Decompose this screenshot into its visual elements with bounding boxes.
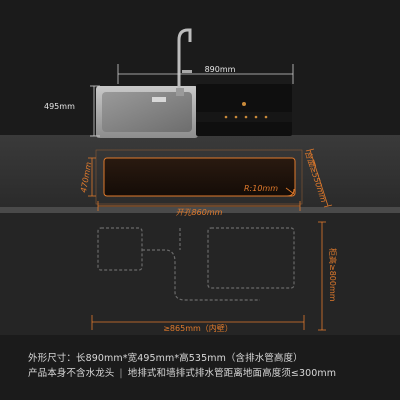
- control-button-icon: [264, 115, 268, 119]
- depth-label: 495mm: [44, 102, 75, 111]
- cabinet-plumbing-outline: [97, 227, 295, 301]
- spec-dimensions-text: 外形尺寸：长890mm*宽495mm*高535mm（含排水管高度）: [28, 353, 303, 364]
- control-button-icon: [224, 115, 228, 119]
- dimension-counter-depth: [305, 148, 333, 208]
- caption-separator: |: [119, 368, 123, 379]
- radius-marker: [286, 188, 295, 197]
- countertop-cutout: [103, 157, 296, 197]
- control-button-icon: [254, 115, 258, 119]
- control-button-icon: [244, 115, 248, 119]
- faucet-base: [176, 88, 184, 96]
- cutout-width-label: 开孔860mm: [176, 208, 223, 217]
- faucet-handle: [182, 70, 192, 73]
- spec-caption-line2: 产品本身不含水龙头 | 地排式和墙排式排水管距离地面高度须≤300mm: [28, 365, 336, 379]
- dishwasher-control-strip: [196, 112, 292, 122]
- dimension-inner-width: [91, 315, 305, 330]
- control-button-icon: [234, 115, 238, 119]
- control-button-icon: [242, 102, 246, 106]
- sink-unit: [96, 28, 292, 138]
- cutout-lip: [95, 149, 303, 205]
- spec-caption-line1: 外形尺寸：长890mm*宽495mm*高535mm（含排水管高度）: [28, 350, 303, 364]
- dimension-depth: [90, 85, 100, 137]
- width-label: 890mm: [205, 65, 236, 74]
- countertop-edge: [0, 207, 400, 213]
- no-faucet-note: 产品本身不含水龙头: [28, 368, 115, 379]
- drain-height-note: 地排式和墙排式排水管距离地面高度须≤300mm: [127, 368, 337, 379]
- inner-width-label: ≥865mm（内壁）: [163, 323, 233, 333]
- cabinet-area: [0, 213, 400, 335]
- sink-logo-plate: [152, 97, 166, 102]
- dimension-width: [117, 64, 294, 84]
- sink-bowl: [102, 92, 192, 132]
- cabinet-height-label: 柜高≥800mm: [328, 248, 338, 302]
- radius-label: R:10mm: [244, 184, 278, 193]
- dimension-cutout-width: [97, 201, 301, 211]
- faucet-icon: [177, 28, 192, 93]
- radius-pointer: [285, 187, 295, 195]
- dimension-cabinet-height: [318, 221, 326, 331]
- dishwasher-panel: [196, 84, 292, 136]
- dimension-cutout-depth: [88, 157, 96, 197]
